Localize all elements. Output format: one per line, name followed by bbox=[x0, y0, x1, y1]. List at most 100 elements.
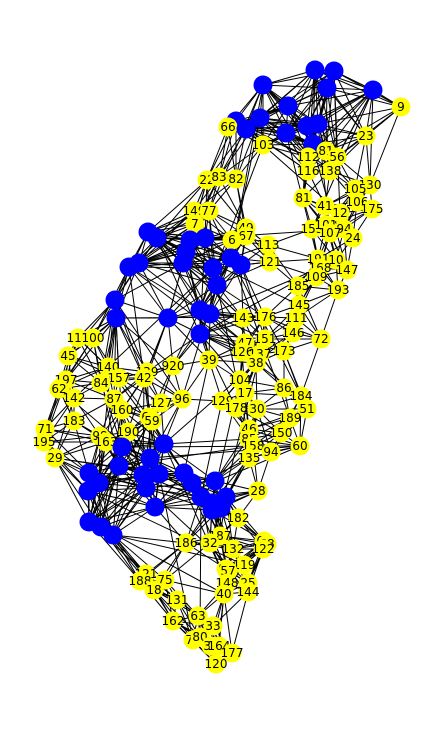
graph-node-96: 96 bbox=[172, 389, 192, 409]
node-circle bbox=[112, 437, 132, 457]
node-label: 107 bbox=[319, 226, 342, 240]
graph-node-40: 40 bbox=[214, 584, 234, 604]
node-label: 39 bbox=[201, 353, 216, 367]
graph-node-113: 113 bbox=[257, 235, 279, 255]
node-label: 190 bbox=[117, 425, 140, 439]
graph-node-blue-126 bbox=[140, 448, 160, 468]
node-circle bbox=[222, 643, 242, 663]
node-circle bbox=[209, 167, 229, 187]
edge bbox=[333, 70, 367, 137]
node-circle bbox=[239, 448, 259, 468]
graph-node-blue-61 bbox=[207, 275, 227, 295]
node-label: 84 bbox=[93, 376, 108, 390]
node-circle bbox=[290, 436, 310, 456]
node-label: 100 bbox=[82, 331, 105, 345]
node-circle bbox=[248, 481, 268, 501]
graph-node-blue-73 bbox=[190, 324, 210, 344]
graph-node-77: 77 bbox=[199, 201, 219, 221]
edge bbox=[65, 317, 117, 381]
edge bbox=[369, 106, 402, 186]
graph-node-186: 186 bbox=[175, 533, 197, 553]
node-label: 111 bbox=[285, 311, 308, 325]
node-label: 81 bbox=[295, 191, 310, 205]
node-label: 6 bbox=[228, 233, 236, 247]
node-circle bbox=[49, 379, 69, 399]
node-circle bbox=[140, 448, 160, 468]
node-circle bbox=[64, 411, 84, 431]
edge bbox=[317, 106, 402, 125]
node-label: 185 bbox=[287, 279, 310, 293]
node-circle bbox=[203, 258, 223, 278]
edge bbox=[209, 264, 242, 315]
edge bbox=[230, 257, 302, 397]
node-label: 66 bbox=[220, 120, 235, 134]
graph-node-blue-50 bbox=[231, 255, 251, 275]
node-label: 109 bbox=[305, 270, 328, 284]
node-label: 41 bbox=[317, 199, 332, 213]
node-circle bbox=[151, 393, 171, 413]
graph-node-24: 24 bbox=[343, 228, 363, 248]
node-circle bbox=[324, 61, 344, 81]
node-circle bbox=[288, 276, 308, 296]
edge bbox=[199, 316, 266, 335]
node-circle bbox=[328, 280, 348, 300]
graph-node-185: 185 bbox=[287, 276, 310, 296]
node-circle bbox=[236, 119, 256, 139]
edge bbox=[297, 285, 322, 340]
graph-node-51: 51 bbox=[297, 399, 317, 419]
graph-node-122: 122 bbox=[252, 539, 274, 559]
edge bbox=[240, 264, 266, 318]
graph-node-blue-66 bbox=[200, 304, 220, 324]
edge bbox=[112, 465, 120, 536]
node-label: 121 bbox=[259, 255, 282, 269]
edge bbox=[44, 428, 90, 474]
edge bbox=[245, 128, 309, 172]
node-circle bbox=[106, 308, 126, 328]
node-label: 145 bbox=[288, 298, 311, 312]
edge bbox=[223, 593, 233, 654]
graph-node-33: 33 bbox=[203, 616, 223, 636]
edge bbox=[88, 465, 120, 523]
edge bbox=[209, 267, 321, 315]
graph-node-blue-124 bbox=[112, 437, 132, 457]
node-circle bbox=[343, 228, 363, 248]
edge bbox=[317, 89, 374, 125]
edge bbox=[154, 506, 213, 511]
edge bbox=[183, 359, 210, 474]
node-label: 143 bbox=[232, 311, 255, 325]
graph-node-blue-57 bbox=[129, 253, 149, 273]
node-circle bbox=[330, 203, 350, 223]
edge bbox=[112, 416, 150, 536]
edge bbox=[326, 87, 367, 137]
node-circle bbox=[278, 96, 298, 116]
graph-node-121: 121 bbox=[259, 252, 282, 272]
graph-node-143: 143 bbox=[232, 308, 255, 328]
edge bbox=[172, 309, 201, 367]
edge bbox=[128, 266, 201, 311]
node-label: 183 bbox=[63, 414, 86, 428]
graph-node-32: 32 bbox=[200, 533, 220, 553]
node-circle bbox=[293, 188, 313, 208]
node-circle bbox=[96, 432, 116, 452]
node-circle bbox=[130, 571, 150, 591]
node-label: 117 bbox=[67, 331, 90, 345]
edge bbox=[114, 299, 183, 400]
node-circle bbox=[163, 356, 183, 376]
node-label: 176 bbox=[254, 310, 277, 324]
node-circle bbox=[260, 252, 280, 272]
node-circle bbox=[231, 255, 251, 275]
edge bbox=[87, 490, 156, 508]
node-circle bbox=[214, 584, 234, 604]
graph-node-blue-1 bbox=[324, 61, 344, 81]
graph-node-107: 107 bbox=[319, 223, 342, 243]
edge bbox=[100, 474, 144, 528]
node-circle bbox=[362, 199, 382, 219]
node-circle bbox=[311, 329, 331, 349]
node-label: 184 bbox=[290, 389, 313, 403]
edge bbox=[209, 313, 266, 340]
edge bbox=[167, 284, 218, 319]
graph-node-39: 39 bbox=[199, 350, 219, 370]
node-circle bbox=[286, 308, 306, 328]
node-circle bbox=[238, 582, 258, 602]
graph-node-blue-0 bbox=[305, 60, 325, 80]
